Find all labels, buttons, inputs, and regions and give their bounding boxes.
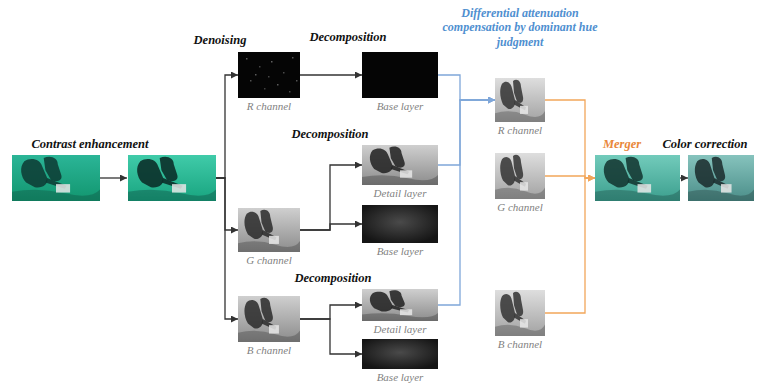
- noise-dot: [271, 61, 273, 63]
- noise-dot: [259, 66, 261, 68]
- photo: [128, 155, 216, 201]
- image-panel: R channel: [495, 78, 545, 122]
- r-compensated-image: [495, 78, 545, 122]
- photo-scene: [238, 298, 300, 342]
- image-panel: R channel: [238, 52, 300, 98]
- connector: [438, 100, 495, 165]
- noise-dot: [246, 58, 248, 60]
- noise-dot: [255, 74, 257, 76]
- image-caption: G channel: [497, 201, 543, 214]
- photo: [238, 296, 300, 342]
- photo: [238, 208, 300, 252]
- merged-image: [595, 155, 680, 201]
- noise-dot: [250, 80, 252, 82]
- step-heading: Color correction: [662, 137, 747, 152]
- g-detail-layer-image: [362, 145, 438, 185]
- step-label: Denoising: [194, 33, 247, 48]
- connector: [216, 178, 238, 319]
- image-caption: B channel: [498, 338, 542, 351]
- connector: [216, 178, 238, 230]
- image-caption: R channel: [247, 100, 291, 113]
- photo: [362, 289, 438, 321]
- connector: [545, 100, 595, 178]
- noise-dot: [268, 76, 270, 78]
- g-channel-image: [238, 208, 300, 252]
- photo: [238, 52, 300, 98]
- noise-dot: [296, 80, 298, 82]
- photo: [495, 290, 545, 336]
- enhanced-image: [128, 155, 216, 201]
- step-label: Decomposition: [309, 30, 386, 45]
- photo-scene: [495, 292, 545, 336]
- noise-dot: [264, 88, 266, 90]
- noise-dot: [277, 84, 279, 86]
- noise-dot: [283, 72, 285, 74]
- photo: [688, 155, 754, 201]
- r-channel-image: [238, 52, 300, 98]
- photo: [362, 145, 438, 185]
- connector: [300, 319, 362, 354]
- b-compensated-image: [495, 290, 545, 336]
- image-panel: G channel: [238, 208, 300, 252]
- photo: [595, 155, 680, 201]
- image-caption: G channel: [246, 254, 292, 267]
- photo-scene: [362, 147, 438, 185]
- r-base-layer-image: [362, 52, 438, 98]
- photo-scene: [688, 157, 754, 201]
- photo: [12, 155, 100, 201]
- b-channel-image: [238, 296, 300, 342]
- image-panel: Contrast enhancement: [128, 155, 216, 201]
- connector: [438, 100, 495, 305]
- photo-scene: [595, 157, 680, 201]
- photo-scene: [362, 290, 438, 321]
- connector: [300, 165, 362, 230]
- connector: [438, 75, 495, 100]
- photo-scene: [12, 157, 100, 201]
- image-caption: Base layer: [377, 100, 424, 113]
- photo-scene: [495, 80, 545, 122]
- final-image: [688, 155, 754, 201]
- image-caption: Detail layer: [374, 323, 427, 336]
- image-panel: Detail layer: [362, 289, 438, 321]
- connector: [300, 305, 362, 319]
- photo-scene: [238, 210, 300, 252]
- connector: [300, 224, 362, 230]
- connector: [300, 74, 362, 75]
- connector: [545, 178, 595, 313]
- connector: [216, 75, 238, 178]
- image-caption: Detail layer: [374, 187, 427, 200]
- image-panel: Detail layer: [362, 145, 438, 185]
- image-caption: R channel: [498, 124, 542, 137]
- noise-dot: [289, 91, 291, 93]
- image-caption: Base layer: [377, 371, 424, 384]
- step-label: Differential attenuation compensation by…: [440, 6, 600, 49]
- input-arrow: [100, 177, 127, 178]
- image-panel: Color correction: [688, 155, 754, 201]
- connector: [680, 177, 688, 178]
- step-heading: Contrast enhancement: [31, 137, 148, 152]
- image-caption: Base layer: [377, 245, 424, 258]
- image-caption: B channel: [247, 344, 291, 357]
- image-panel: Base layer: [362, 339, 438, 369]
- step-label: Decomposition: [291, 127, 368, 142]
- photo: [495, 153, 545, 199]
- g-base-layer-image: [362, 205, 438, 243]
- noise-dot: [292, 57, 294, 59]
- image-panel: B channel: [495, 290, 545, 336]
- connectors: [216, 75, 688, 354]
- image-panel: Merger: [595, 155, 680, 201]
- image-panel: Base layer: [362, 52, 438, 98]
- b-base-layer-image: [362, 339, 438, 369]
- step-heading: Merger: [603, 137, 641, 152]
- photo-scene: [128, 157, 216, 201]
- image-panel: Base layer: [362, 205, 438, 243]
- image-panel: G channel: [495, 153, 545, 199]
- photo: [495, 78, 545, 122]
- b-detail-layer-image: [362, 289, 438, 321]
- image-panel: B channel: [238, 296, 300, 342]
- step-label: Decomposition: [294, 271, 371, 286]
- input-image: [12, 155, 100, 201]
- photo-scene: [495, 155, 545, 199]
- g-compensated-image: [495, 153, 545, 199]
